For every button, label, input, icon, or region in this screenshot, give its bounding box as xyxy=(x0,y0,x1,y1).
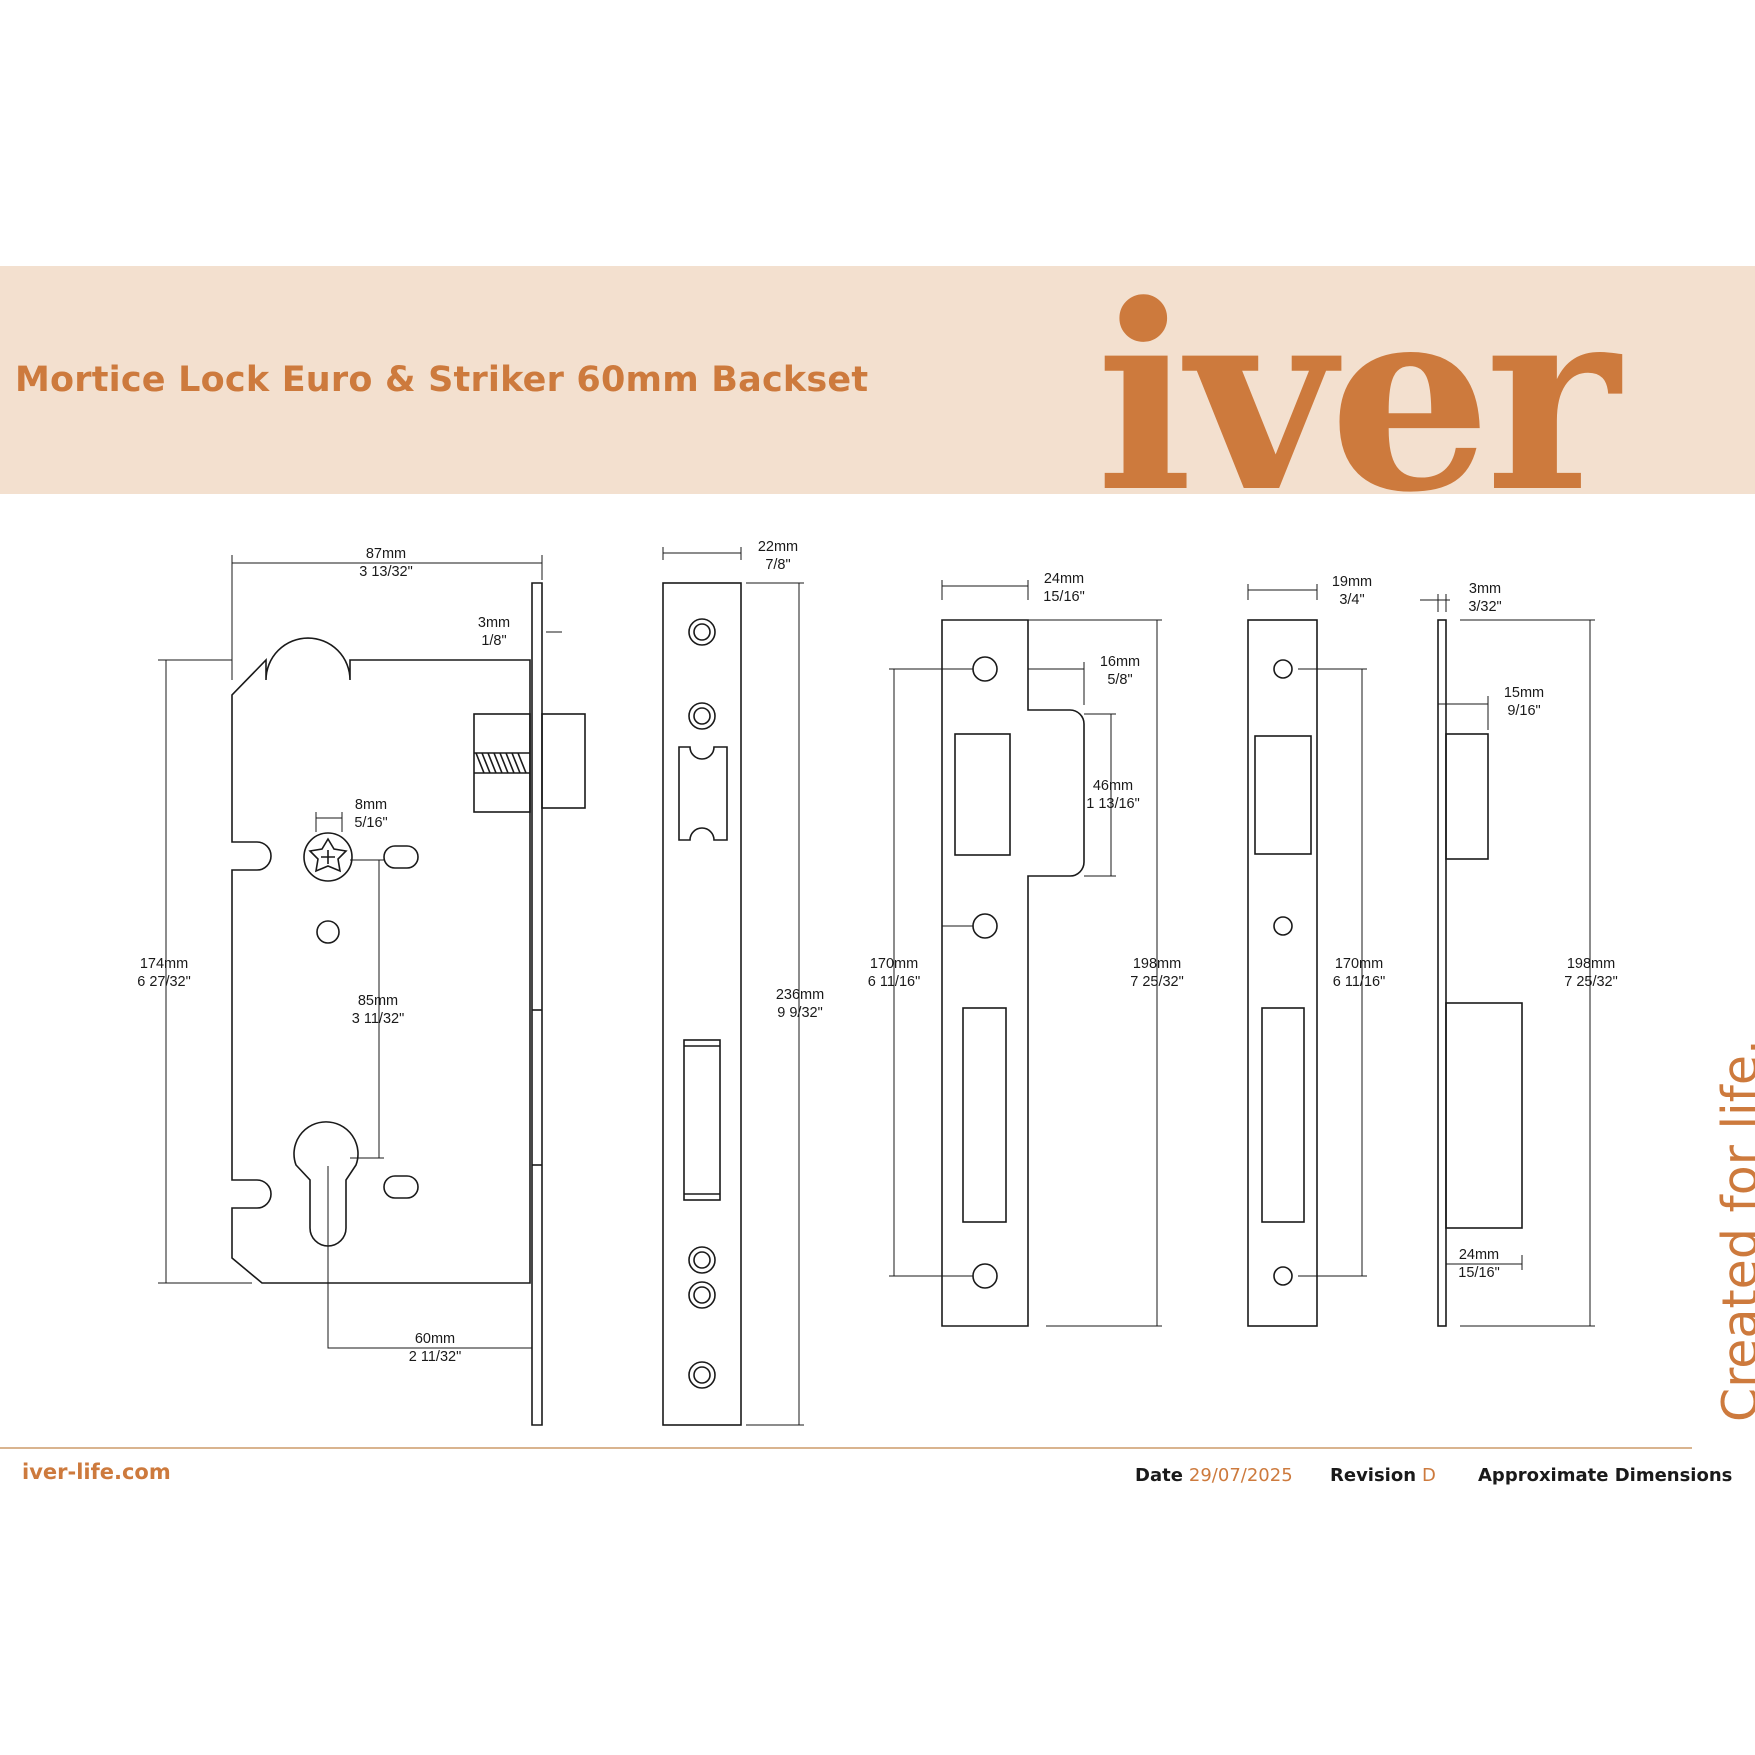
striker-length-mm: 198mm xyxy=(1133,956,1181,972)
plate-width-mm: 19mm xyxy=(1332,574,1372,590)
iver-logo: iver xyxy=(1096,266,1628,494)
date-label: Date xyxy=(1135,1465,1183,1486)
plate-thickness-in: 3/32" xyxy=(1468,599,1501,615)
box-depth-top-mm: 15mm xyxy=(1504,685,1544,701)
dimension-labels: 87mm 3 13/32" 3mm 1/8" 174mm 6 27/32" 8m… xyxy=(137,539,1618,1365)
striker-lip-height-mm: 46mm xyxy=(1093,778,1133,794)
box-depth-bottom-in: 15/16" xyxy=(1458,1265,1499,1281)
spindle-mm: 8mm xyxy=(355,797,387,813)
striker-lip-height-in: 1 13/16" xyxy=(1086,796,1140,812)
plate-fixing-centres-mm: 170mm xyxy=(1335,956,1383,972)
plate-thickness-mm: 3mm xyxy=(1469,581,1501,597)
faceplate-length-mm: 236mm xyxy=(776,987,824,1003)
faceplate-length-in: 9 9/32" xyxy=(777,1005,822,1021)
approximate-dimensions-note: Approximate Dimensions xyxy=(1478,1465,1733,1486)
backset-mm: 60mm xyxy=(415,1331,455,1347)
lock-width-mm: 87mm xyxy=(366,546,406,562)
backset-in: 2 11/32" xyxy=(409,1349,461,1365)
plate-length-mm: 198mm xyxy=(1567,956,1615,972)
plate-fixing-centres-in: 6 11/16" xyxy=(1333,974,1385,990)
spindle-in: 5/16" xyxy=(354,815,387,831)
box-depth-bottom-mm: 24mm xyxy=(1459,1247,1499,1263)
centres-in: 3 11/32" xyxy=(352,1011,404,1027)
page-title: Mortice Lock Euro & Striker 60mm Backset xyxy=(15,360,869,400)
striker-width-in: 15/16" xyxy=(1043,589,1084,605)
striker-plate-flat xyxy=(1247,619,1318,1327)
lock-height-in: 6 27/32" xyxy=(137,974,191,990)
logo-wordmark: iver xyxy=(1096,266,1622,494)
plate-width-in: 3/4" xyxy=(1339,592,1364,608)
faceplate-thickness-in: 1/8" xyxy=(481,633,506,649)
faceplate-width-in: 7/8" xyxy=(765,557,790,573)
striker-plate-lipped xyxy=(941,619,1085,1327)
faceplate-thickness-mm: 3mm xyxy=(478,615,510,631)
striker-lip-in: 5/8" xyxy=(1107,672,1132,688)
striker-lip-mm: 16mm xyxy=(1100,654,1140,670)
striker-width-mm: 24mm xyxy=(1044,571,1084,587)
revision-label: Revision xyxy=(1330,1465,1417,1486)
lock-height-mm: 174mm xyxy=(140,956,188,972)
dimension-lines xyxy=(158,547,1595,1426)
lock-faceplate-front xyxy=(662,582,742,1426)
plate-length-in: 7 25/32" xyxy=(1564,974,1618,990)
box-depth-top-in: 9/16" xyxy=(1507,703,1540,719)
website-link[interactable]: iver-life.com xyxy=(22,1460,171,1484)
faceplate-width-mm: 22mm xyxy=(758,539,798,555)
brand-tagline: Created for life. xyxy=(1712,1039,1755,1422)
striker-fixing-centres-in: 6 11/16" xyxy=(868,974,920,990)
striker-plate-side-view xyxy=(1437,619,1523,1327)
revision-value: D xyxy=(1422,1465,1436,1486)
date-value: 29/07/2025 xyxy=(1188,1465,1293,1486)
striker-fixing-centres-mm: 170mm xyxy=(870,956,918,972)
footer-divider xyxy=(0,1447,1692,1449)
striker-length-in: 7 25/32" xyxy=(1130,974,1184,990)
lock-width-in: 3 13/32" xyxy=(359,564,413,580)
mortice-lock-side-view xyxy=(231,582,586,1426)
centres-mm: 85mm xyxy=(358,993,398,1009)
header-band xyxy=(0,266,1755,494)
